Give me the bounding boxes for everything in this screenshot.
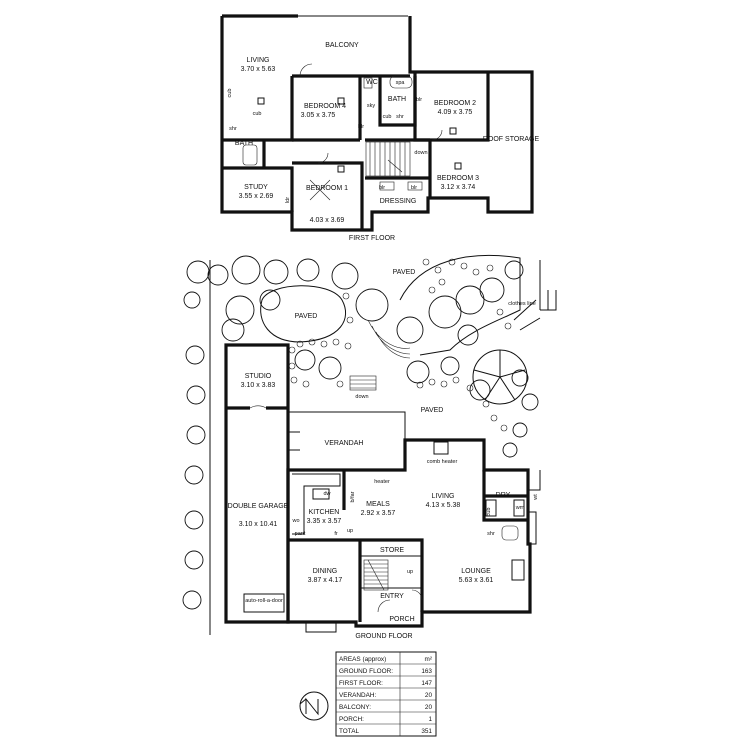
shr-label-2: shr	[396, 114, 404, 120]
dw-label: dw	[323, 491, 330, 497]
entry-label: ENTRY	[380, 593, 404, 600]
cub-ground-label: cub	[486, 508, 492, 517]
ground-floor-title: GROUND FLOOR	[355, 633, 412, 640]
areas-row-label: GROUND FLOOR:	[339, 668, 393, 675]
site-boundary	[209, 260, 557, 635]
double-garage-dims: 3.10 x 10.41	[239, 521, 278, 528]
first-floor-plan	[220, 14, 534, 232]
round-planter	[472, 349, 528, 405]
areas-row-value: 1	[428, 716, 432, 723]
blr-label-3: blr	[411, 185, 417, 191]
down-ground-label: down	[355, 394, 368, 400]
study-dims: 3.55 x 2.69	[239, 193, 274, 200]
cub-label-3: cub	[383, 114, 392, 120]
clothes-line-label: clothes line	[508, 301, 536, 307]
areas-row-value: 163	[421, 668, 432, 675]
living-upper-name: LIVING	[247, 57, 270, 64]
areas-row-label: PORCH:	[339, 716, 364, 723]
living-upper-dims: 3.70 x 5.63	[241, 66, 276, 73]
bedroom4-dims: 3.05 x 3.75	[301, 112, 336, 119]
ground-floor-plan	[224, 343, 541, 633]
wm-label: wm	[515, 505, 525, 511]
north-arrow-icon	[299, 691, 329, 721]
dry-label: DRY	[496, 492, 511, 499]
dining-dims: 3.87 x 4.17	[308, 577, 343, 584]
bedroom2-name: BEDROOM 2	[434, 100, 476, 107]
store-label: STORE	[380, 547, 404, 554]
areas-row-label: FIRST FLOOR:	[339, 680, 383, 687]
shr-ground-label: shr	[487, 531, 495, 537]
bedroom4-name: BEDROOM 4	[304, 103, 346, 110]
kitchen-dims: 3.35 x 3.57	[307, 518, 342, 525]
dressing-label: DRESSING	[380, 198, 417, 205]
areas-row-value: 20	[425, 692, 433, 699]
porch-label: PORCH	[389, 616, 414, 623]
fr-label: fr	[334, 531, 338, 537]
dining-name: DINING	[313, 568, 338, 575]
areas-table: AREAS (approx) m² GROUND FLOOR: 163 FIRS…	[335, 651, 437, 737]
bedroom3-name: BEDROOM 3	[437, 175, 479, 182]
spa-label: spa	[396, 80, 406, 86]
areas-row-label: BALCONY:	[339, 704, 371, 711]
balcony-label: BALCONY	[325, 42, 359, 49]
meals-dims: 2.92 x 3.57	[361, 510, 396, 517]
double-garage-name: DOUBLE GARAGE	[228, 503, 289, 510]
studio-dims: 3.10 x 3.83	[241, 382, 276, 389]
garden-trees	[182, 254, 541, 610]
areas-total-label: TOTAL	[339, 728, 359, 735]
first-floor-title: FIRST FLOOR	[349, 235, 395, 242]
wo-label: wo	[291, 518, 299, 524]
blr-label-4: blr	[358, 124, 364, 130]
kitchen-name: KITCHEN	[309, 509, 340, 516]
roof-storage-label: ROOF STORAGE	[483, 136, 540, 143]
areas-header: AREAS (approx)	[339, 656, 386, 663]
bfar-label: b/far	[350, 491, 356, 502]
ldr-label: ldr	[285, 197, 291, 203]
auto-door-label: auto-roll-a-door	[245, 598, 283, 604]
lounge-dims: 5.63 x 3.61	[459, 577, 494, 584]
ground-floor-stair	[363, 559, 389, 591]
bedroom2-dims: 4.09 x 3.75	[438, 109, 473, 116]
wc-label: WC	[366, 79, 378, 86]
cub-label-2: cub	[253, 111, 262, 117]
areas-unit: m²	[425, 656, 432, 663]
ground-floor-labels: PAVED PAVED PAVED clothes line down STUD…	[228, 269, 539, 640]
meals-name: MEALS	[366, 501, 390, 508]
areas-total-value: 351	[421, 728, 432, 735]
paved-left-label: PAVED	[295, 313, 318, 320]
living-ground-dims: 4.13 x 5.38	[426, 502, 461, 509]
verandah-label: VERANDAH	[325, 440, 364, 447]
studio-name: STUDIO	[245, 373, 272, 380]
areas-row-label: VERANDAH:	[339, 692, 377, 699]
cub-label-1: cub	[227, 89, 233, 98]
down-upper-label: down	[414, 150, 427, 156]
areas-row-value: 147	[421, 680, 432, 687]
areas-row-value: 20	[425, 704, 433, 711]
wt-label: wt	[533, 494, 539, 501]
first-floor-stair	[365, 141, 411, 177]
up-label-2: up	[407, 569, 413, 575]
bath-upper-label: BATH	[388, 96, 406, 103]
blr-label-1: blr	[416, 97, 422, 103]
paved-top-label: PAVED	[393, 269, 416, 276]
up-label-1: up	[347, 528, 353, 534]
paved-mid-label: PAVED	[421, 407, 444, 414]
sky-label: sky	[367, 103, 376, 109]
first-floor-labels: BALCONY LIVING 3.70 x 5.63 BEDROOM 4 3.0…	[227, 42, 539, 242]
bath-left-label: BATH	[235, 140, 253, 147]
pant-label: pant	[295, 531, 306, 537]
bedroom1-name: BEDROOM 1	[306, 185, 348, 192]
bedroom3-dims: 3.12 x 3.74	[441, 184, 476, 191]
blr-label-2: blr	[379, 185, 385, 191]
bedroom1-dims: 4.03 x 3.69	[310, 217, 345, 224]
study-name: STUDY	[244, 184, 268, 191]
heater-label: heater	[374, 479, 390, 485]
living-ground-name: LIVING	[432, 493, 455, 500]
comb-heater-label: comb heater	[427, 459, 458, 465]
shr-label-1: shr	[229, 126, 237, 132]
lounge-name: LOUNGE	[461, 568, 491, 575]
